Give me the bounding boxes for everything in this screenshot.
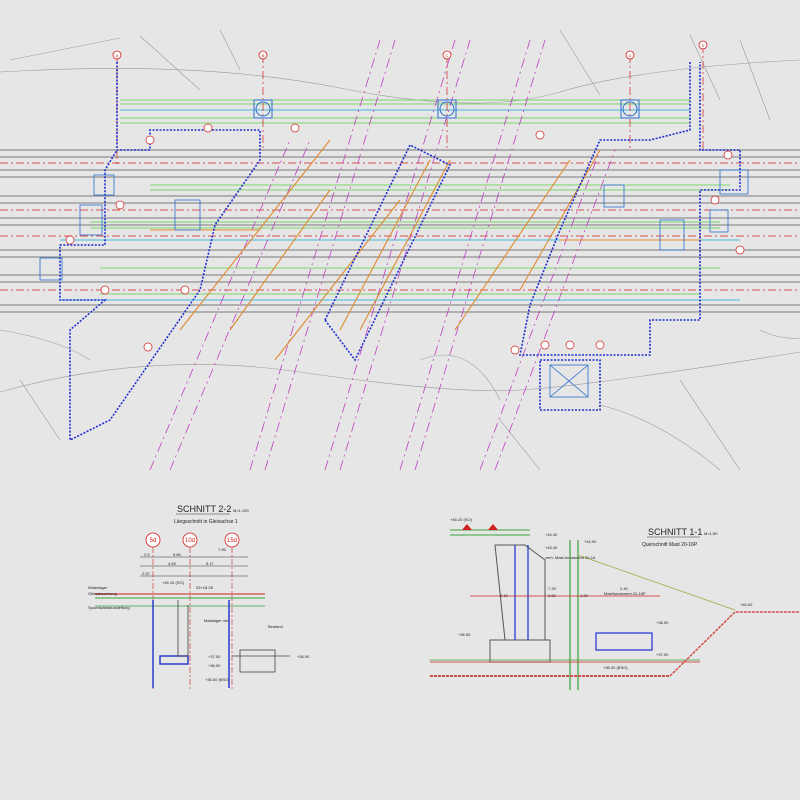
level-36-00: +36.00 (208, 663, 221, 668)
dim-2-5: 2.5 (144, 552, 150, 557)
dim-5-17: 5.17 (206, 561, 215, 566)
dim-9-80: 9.80 (173, 552, 182, 557)
section-1-1-scale: M=1:50 (704, 531, 718, 536)
dim-1-29: 1.29 (580, 593, 589, 598)
equipment-boxes (39, 169, 749, 398)
level-so: +45.15 (SO) (162, 580, 185, 585)
mast-symbols (253, 99, 640, 119)
label-widerlager: Widerlager (88, 585, 108, 590)
level-43-40: +43.40 (545, 545, 558, 550)
railway-tracks (0, 149, 800, 313)
label-bestand: Bestand (268, 624, 283, 629)
terrain-lines (0, 29, 800, 471)
section-1-1-title: SCHNITT 1-1 (648, 527, 702, 537)
level-46-20-so: +46.20 (SO) (450, 517, 473, 522)
orange-structure-lines (150, 139, 700, 361)
label-mastlager: Mastlager neu (204, 618, 229, 623)
gauge-label: 23+18.28 (196, 585, 214, 590)
platform-bands (60, 99, 740, 301)
level-36-bso: +36.00 (BSO) (205, 677, 230, 682)
dim-2-40: 2.40 (620, 586, 629, 591)
dim-4-63: 4.63 (168, 561, 177, 566)
section-2-2-axis-10d: 10d (185, 538, 195, 544)
axis-bubbles (112, 40, 708, 60)
level-36-90: +36.90 (297, 654, 310, 659)
axis-label-d: D (629, 53, 632, 58)
dim-2-82: 2.82 (548, 593, 557, 598)
dim-2-57: 2.57 (142, 571, 151, 576)
dim-7-33: 7.33 (548, 586, 557, 591)
axis-label-e: E (702, 43, 705, 48)
dim-2-19: 2.19 (500, 593, 509, 598)
level-44-00: +44.00 (584, 539, 597, 544)
section-2-2-axis-5d: 5d (150, 538, 157, 544)
section-1-1-subtitle: Querschnitt Mast 20-16P (642, 542, 698, 548)
section-1-1: SCHNITT 1-1 M=1:50 Querschnitt Mast 20-1… (430, 517, 800, 690)
label-mastfundament: Mastfundament 20-16P (604, 591, 646, 596)
level-37-00: +37.00 (208, 654, 221, 659)
section-bubbles (65, 123, 745, 355)
section-2-2-axis-15d: 15d (227, 538, 237, 544)
section-2-2-scale: M=1:100 (233, 508, 249, 513)
section-2-2-subtitle: Längsschnitt in Gleisachse 1 (174, 519, 238, 525)
label-verh-mastfundament: verh. Mast-fundament 20-16 (545, 555, 596, 560)
level-36-50: +36.50 (458, 632, 471, 637)
axis-label-b: B (262, 53, 265, 58)
section-2-2: SCHNITT 2-2 M=1:100 Längsschnitt in Glei… (88, 504, 310, 690)
level-44-40: +44.40 (545, 532, 558, 537)
level-40-00: +40.00 (740, 602, 753, 607)
diagonal-axes (149, 39, 616, 471)
axis-label-c: C (446, 53, 449, 58)
label-spundwand: Spundwandaussteifung (88, 605, 130, 610)
axis-label-a: A (116, 53, 119, 58)
level-37-00-b: +37.00 (656, 652, 669, 657)
dim-7-95: 7.95 (218, 547, 227, 552)
section-2-2-title: SCHNITT 2-2 (177, 504, 231, 514)
track-centrelines (0, 162, 800, 291)
site-plan: A B C D E (0, 29, 800, 471)
level-36-bso-b: +36.00 (BSO) (603, 665, 628, 670)
level-38-00: +38.00 (656, 620, 669, 625)
label-gleisabsenkung: Gleisabsenkung (88, 591, 117, 596)
